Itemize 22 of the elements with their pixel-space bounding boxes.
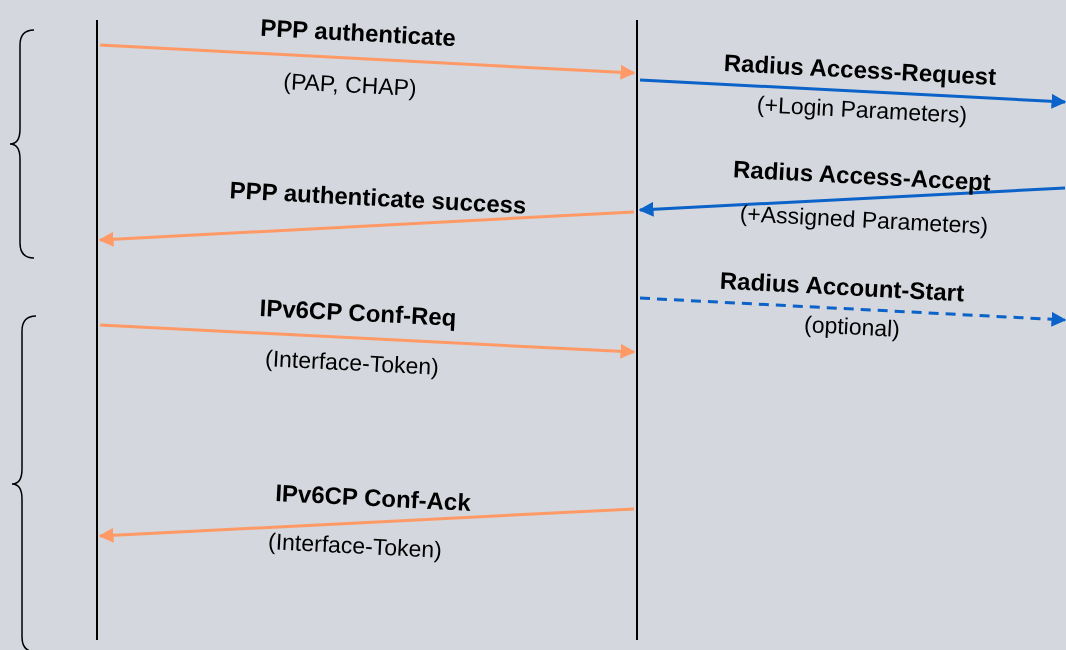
edge-label: IPv6CP Conf-Ack <box>274 479 472 517</box>
parameter-note: (PAP, CHAP) <box>282 68 418 102</box>
lifeline <box>636 20 638 640</box>
parameter-note: (Interface-Token) <box>264 345 440 381</box>
lifeline <box>96 20 98 640</box>
parameter-note: (+Assigned Parameters) <box>739 200 989 240</box>
edge-label: Radius Account-Start <box>719 266 965 308</box>
edge-label: IPv6CP Conf-Req <box>258 294 458 332</box>
edge-label: Radius Access-Request <box>723 48 997 92</box>
arrow <box>99 43 636 80</box>
arrow <box>638 186 1066 217</box>
arrow <box>98 210 635 247</box>
edge-label: Radius Access-Accept <box>732 155 992 197</box>
parameter-note: (Interface-Token) <box>267 528 443 564</box>
arrow <box>99 323 636 359</box>
edge-label: PPP authenticate <box>259 13 457 53</box>
edge-label: PPP authenticate success <box>228 176 528 220</box>
parameter-note: (optional) <box>803 311 901 343</box>
arrow <box>98 507 635 543</box>
arrow <box>639 78 1066 109</box>
arrow <box>639 296 1066 327</box>
parameter-note: (+Login Parameters) <box>756 91 968 129</box>
